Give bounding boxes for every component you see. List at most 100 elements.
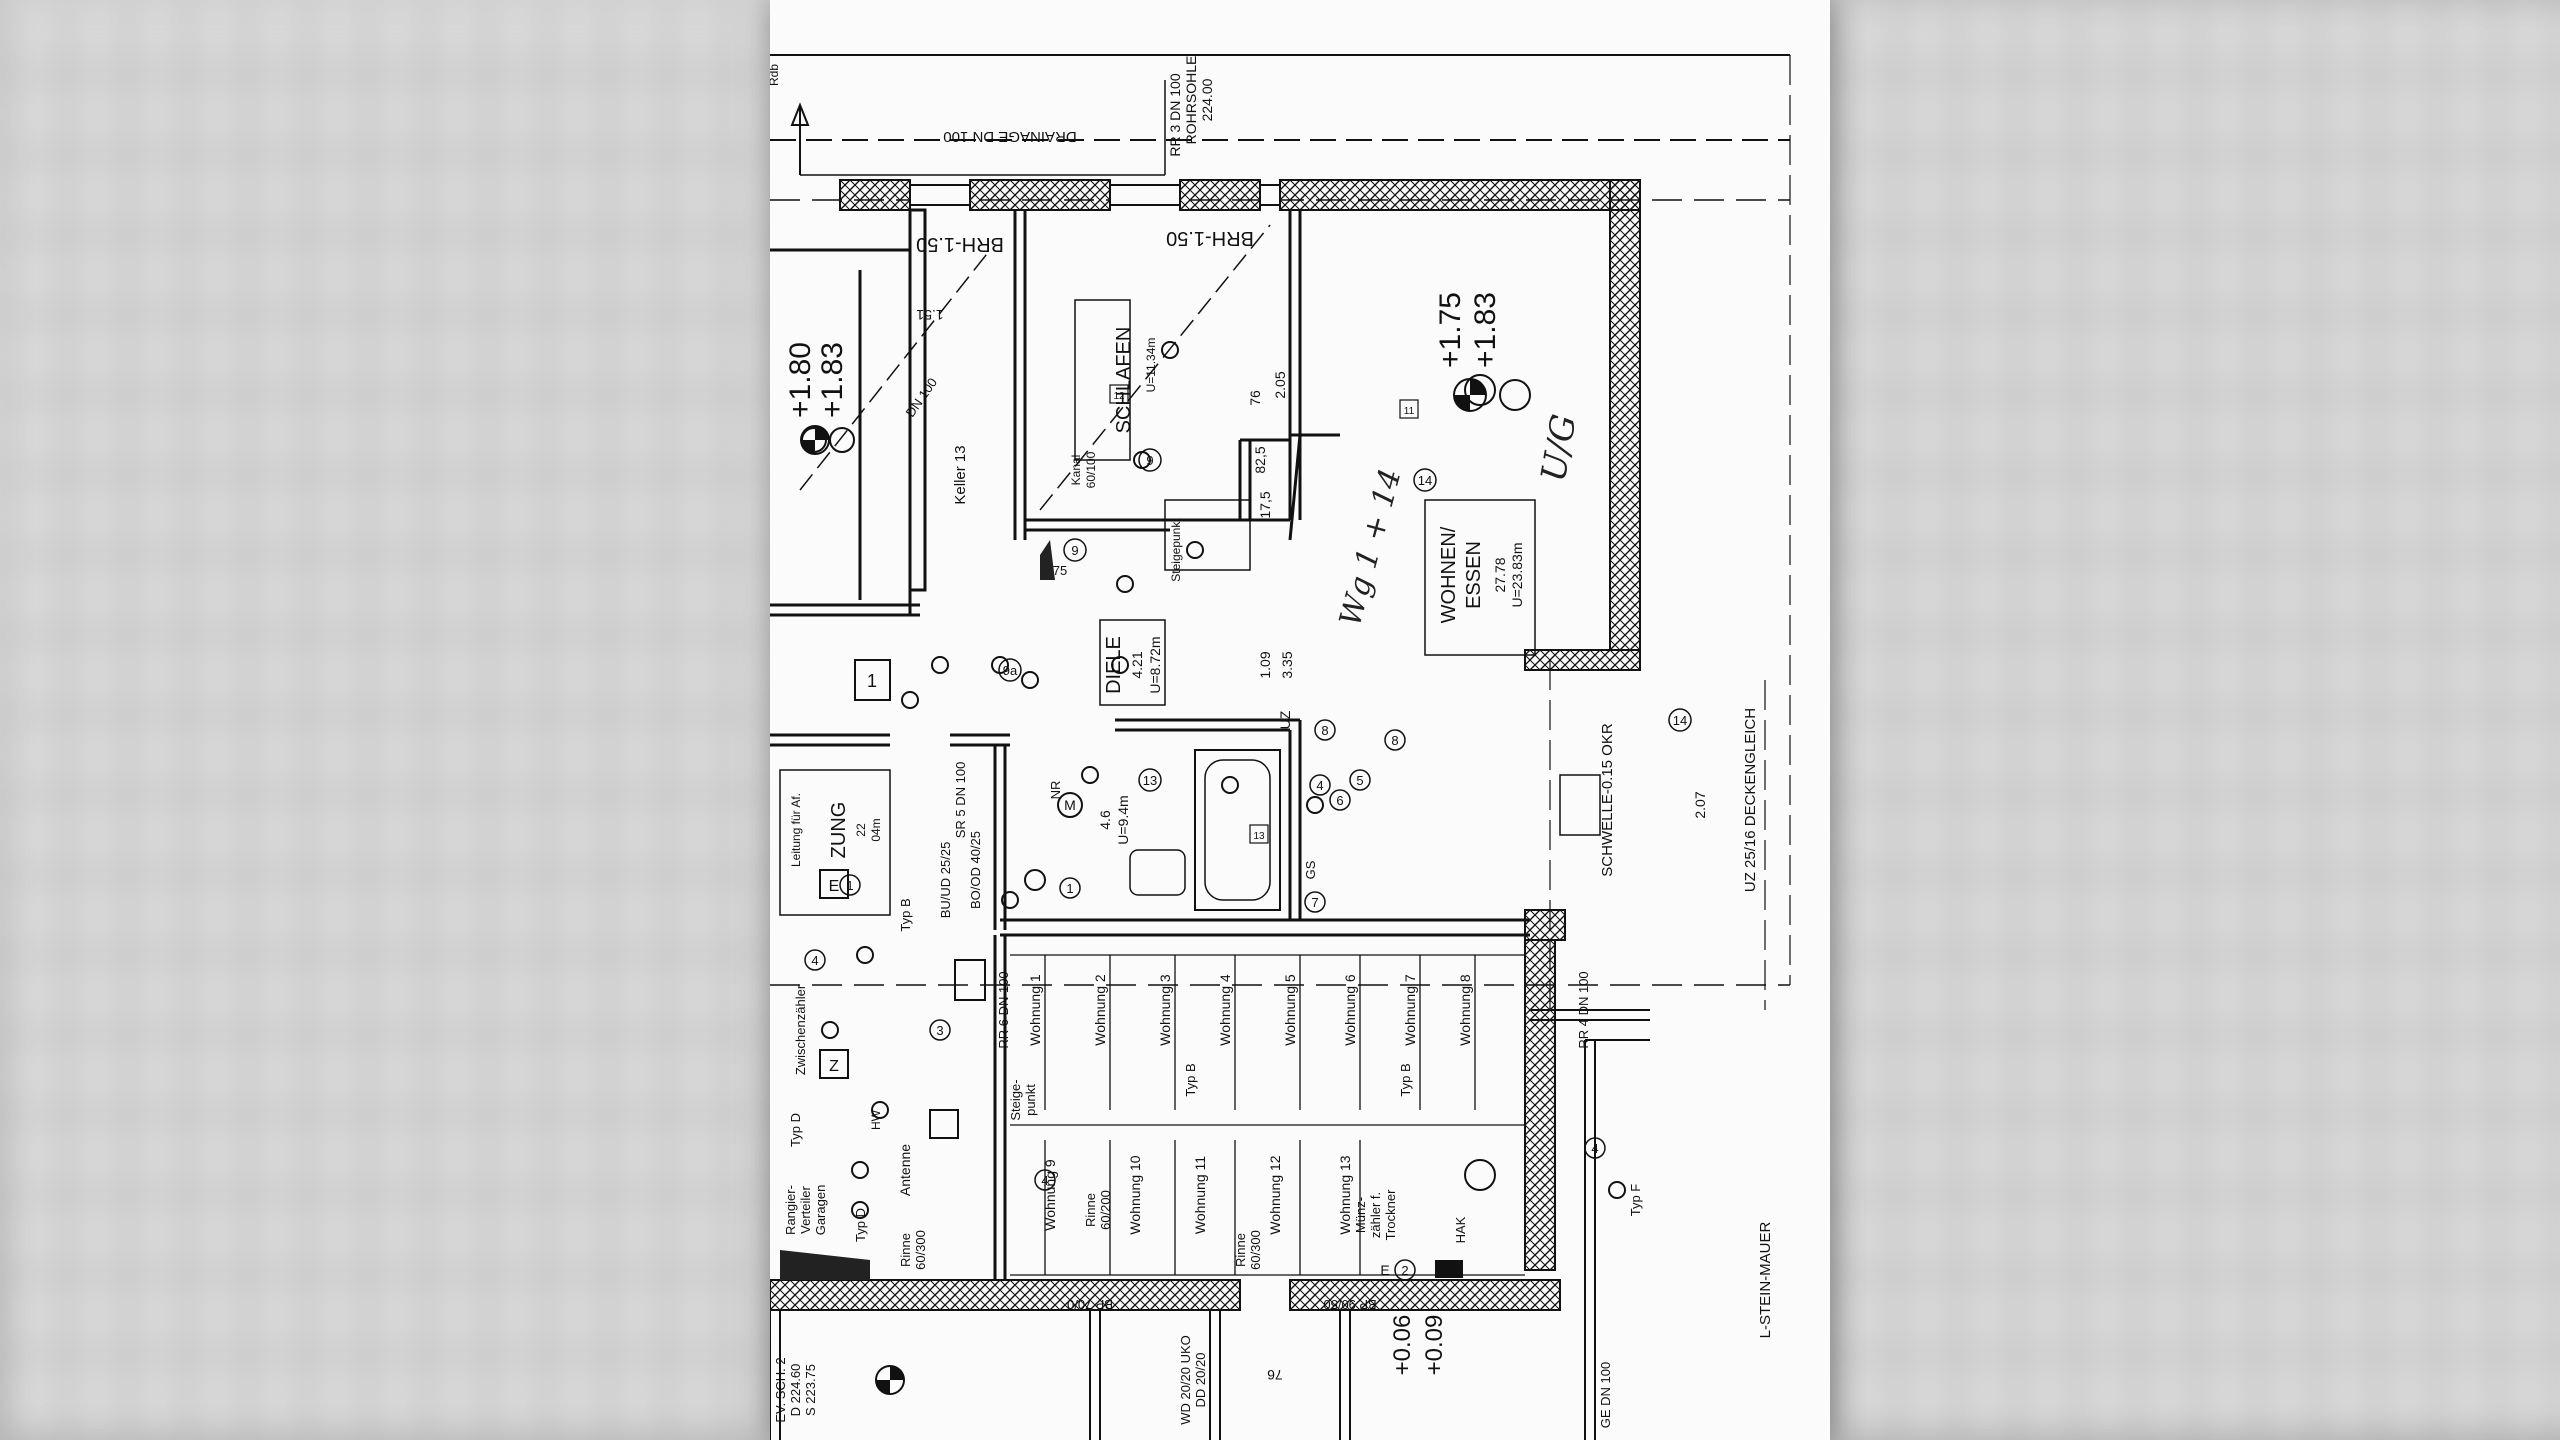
label-hak: HAK (1453, 1216, 1468, 1243)
label-typ-d-2: Typ D (788, 1113, 803, 1147)
label-zwischenzaehler: Zwischenzähler (793, 984, 808, 1075)
label-wohnung-12: Wohnung 12 (1267, 1155, 1283, 1234)
label-bo: BO/OD 40/25 (968, 831, 983, 909)
label-dim-825: 82,5 (1252, 446, 1268, 473)
label-drainage: DRAINAGE DN 100 (943, 128, 1076, 145)
label-wohnung-6: Wohnung 6 (1342, 974, 1358, 1046)
label-dim-207: 2.07 (1692, 791, 1708, 818)
label-uz: UZ (1277, 710, 1293, 729)
label-bad-u: U=9.4m (1115, 795, 1131, 844)
circuit-number-9a: 9a (1003, 663, 1018, 678)
label-typ-d-1: Typ D (853, 1208, 868, 1242)
label-dim-76b: 76 (1267, 1367, 1283, 1383)
label-rinne-mid: Rinne (1083, 1193, 1098, 1227)
label-rohrsohle: ROHRSOHLE (1183, 56, 1199, 145)
box-label-e2: E (1380, 1262, 1389, 1278)
label-rangier-1: Rangier- (783, 1185, 798, 1235)
circuit-number-14b: 14 (1673, 713, 1687, 728)
label-keller: Keller 13 (952, 445, 969, 504)
circuit-number-8b: 8 (1391, 733, 1398, 748)
label-wohnung-4: Wohnung 4 (1217, 974, 1233, 1046)
label-hw: HW (869, 1109, 883, 1130)
label-diele: DIELE (1103, 636, 1125, 694)
circuit-number-9b: 9 (1071, 543, 1078, 558)
label-wohnen-area: 27.78 (1492, 557, 1508, 592)
label-wohnung-8: Wohnung 8 (1457, 974, 1473, 1046)
label-wohnung-7: Wohnung 7 (1402, 974, 1418, 1046)
label-heizung: ZUNG (828, 802, 850, 859)
label-schlafen: SCHLAFEN (1113, 327, 1135, 434)
label-muenz-1: Münz- (1353, 1197, 1368, 1233)
label-sr5: SR 5 DN 100 (953, 762, 968, 839)
room-number-11: 11 (1404, 406, 1415, 417)
label-rinne-right-size: 60/300 (1248, 1230, 1263, 1270)
label-dim-76: 76 (1247, 390, 1263, 406)
box-label-m: M (1064, 797, 1076, 813)
label-essen: ESSEN (1463, 541, 1485, 609)
label-bp-left: BP 70/0 (1067, 1297, 1113, 1312)
label-bad-area: 4.6 (1097, 810, 1113, 830)
circuit-number-6: 6 (1336, 793, 1343, 808)
label-ge-dn100: GE DN 100 (1598, 1362, 1613, 1428)
label-level-183: +1.83 (816, 342, 849, 418)
label-wd: WD 20/20 UKO (1178, 1335, 1193, 1425)
label-heizung-area: 22 (854, 823, 868, 837)
label-rangier-3: Garagen (813, 1185, 828, 1236)
label-rinne-mid-size: 60/200 (1098, 1190, 1113, 1230)
label-muenz-2: zähler f. (1368, 1192, 1383, 1238)
label-rangier-2: Verteiler (798, 1185, 813, 1233)
circuit-number-1: 1 (846, 878, 853, 893)
label-brh-left: BRH-1.50 (916, 233, 1004, 255)
label-schwelle: SCHWELLE-0.15 OKR (1599, 723, 1616, 877)
label-antenne: Antenne (897, 1144, 913, 1196)
label-schlafen-u: U=11.34m (1144, 338, 1158, 393)
label-diele-area: 4.21 (1129, 651, 1145, 678)
label-rinne-left-size: 60/300 (913, 1230, 928, 1270)
label-bu: BU/UD 25/25 (938, 842, 953, 919)
floor-plan-drawing: DRAINAGE DN 100 RR 3 DN 100 ROHRSOHLE 22… (770, 54, 1791, 1440)
label-wohnung-11: Wohnung 11 (1192, 1156, 1208, 1234)
label-level-009: +0.09 (1421, 1315, 1448, 1376)
circuit-number-4d: 4 (1591, 1141, 1598, 1156)
label-dim-151: 1.51 (916, 307, 943, 323)
hand-note-wg: Wg 1 + 14 (1333, 465, 1408, 630)
circuit-number-4c: 4 (1041, 1173, 1048, 1188)
label-rinne-left: Rinne (898, 1233, 913, 1267)
label-wohnung-2: Wohnung 2 (1092, 974, 1108, 1046)
label-diele-u: U=8.72m (1147, 636, 1163, 693)
label-uz-decken: UZ 25/16 DECKENGLEICH (1742, 708, 1759, 892)
label-number-75: 75 (1053, 563, 1067, 578)
circuit-number-7: 7 (1311, 895, 1318, 910)
label-typ-f: Typ F (1628, 1184, 1643, 1217)
label-wohnung-1: Wohnung 1 (1027, 974, 1043, 1046)
circuit-number-13: 13 (1143, 773, 1157, 788)
label-steigepunkt: Steigepunkt (1169, 518, 1183, 582)
label-level-183b: +1.83 (1469, 292, 1502, 368)
floor-plan-sheet: DRAINAGE DN 100 RR 3 DN 100 ROHRSOHLE 22… (770, 0, 1830, 1440)
circuit-number-4: 4 (1316, 778, 1323, 793)
label-level-180: +1.80 (784, 342, 817, 418)
circuit-number-9: 9 (1146, 453, 1153, 468)
box-label-z: Z (829, 1058, 839, 1075)
label-rdb: Rdb (770, 64, 781, 86)
circuit-number-5: 5 (1356, 773, 1363, 788)
label-typ-b-2: Typ B (1183, 1063, 1198, 1096)
circuit-number-8: 8 (1321, 723, 1328, 738)
label-dim-205: 2.05 (1272, 371, 1288, 398)
circuit-number-3: 3 (936, 1023, 943, 1038)
circuit-number-4b: 4 (811, 953, 818, 968)
blurred-left-margin (0, 0, 770, 1440)
hand-note-ug: U/G (1534, 411, 1585, 484)
label-nr: NR (1048, 781, 1063, 800)
blurred-right-margin (1830, 0, 2560, 1440)
label-steigepunkt-2a: Steige- (1008, 1079, 1023, 1120)
label-wohnung-5: Wohnung 5 (1282, 974, 1298, 1046)
label-ev-sch: EV. SCH. 2 (773, 1357, 788, 1422)
label-dim-109: 1.09 (1257, 651, 1273, 678)
label-level-175: +1.75 (1434, 292, 1467, 368)
label-rr-mid: RR 6 DN 100 (996, 971, 1011, 1048)
label-dim-175: 17,5 (1257, 491, 1273, 518)
label-s223: S 223.75 (803, 1364, 818, 1416)
label-lstein: L-STEIN-MAUER (1757, 1222, 1774, 1339)
label-rinne-right: Rinne (1233, 1233, 1248, 1267)
